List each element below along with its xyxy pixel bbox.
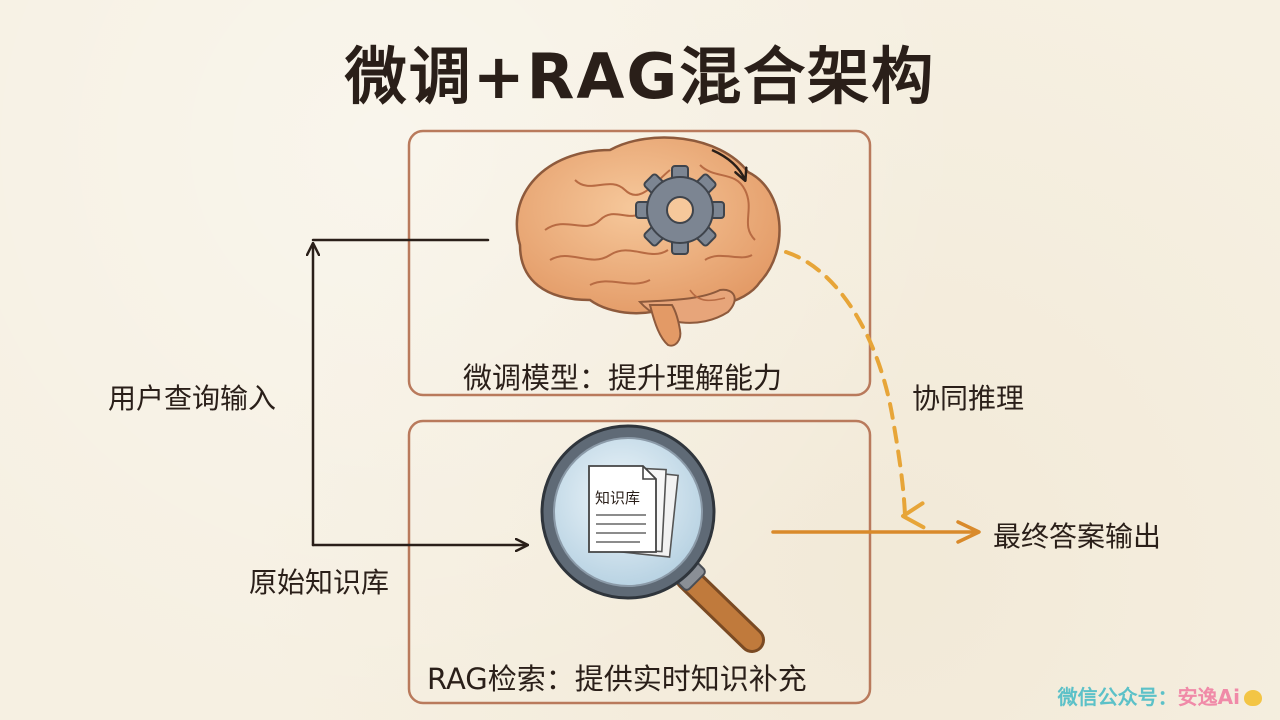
raw-kb-label: 原始知识库	[249, 566, 390, 599]
rotation-arrow-icon	[711, 148, 745, 180]
duck-icon	[1244, 690, 1262, 706]
gear-icon	[635, 165, 725, 255]
watermark: 微信公众号：安逸Ai	[1058, 681, 1262, 710]
finetune-model-caption: 微调模型：提升理解能力	[463, 361, 783, 395]
rag-retrieval-frame	[407, 419, 872, 705]
collab-reasoning-arrow	[784, 250, 926, 530]
knowledge-document-icon: 知识库	[588, 465, 679, 558]
collab-reasoning-label: 协同推理	[912, 382, 1025, 415]
rag-retrieval-caption: RAG检索：提供实时知识补充	[427, 662, 807, 696]
watermark-prefix: 微信公众号：	[1057, 685, 1178, 709]
watermark-brand: 安逸Ai	[1177, 685, 1240, 709]
user-query-label: 用户查询输入	[108, 382, 277, 415]
diagram-title: 微调+RAG混合架构	[344, 40, 936, 113]
final-output-label: 最终答案输出	[993, 520, 1162, 553]
knowledge-doc-label: 知识库	[595, 489, 640, 507]
finetune-model-frame	[407, 129, 872, 397]
